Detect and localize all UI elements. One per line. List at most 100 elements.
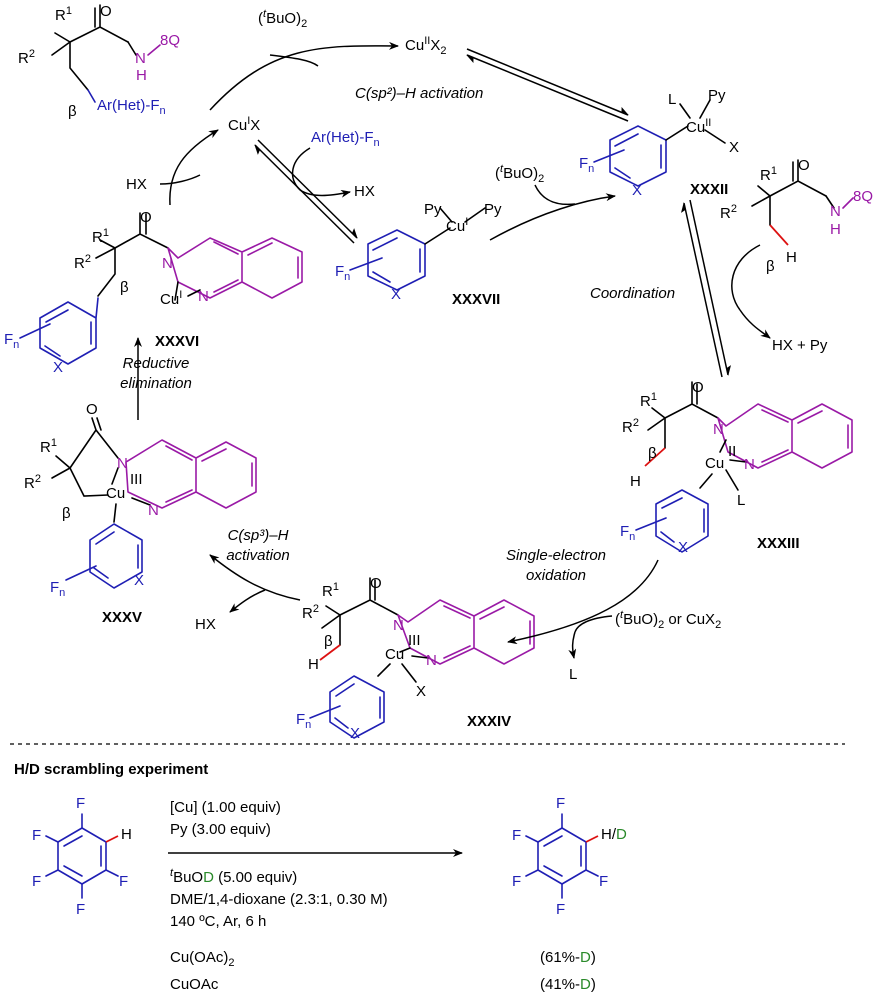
xxxiv-x2: X [416, 683, 426, 700]
arrow-oxidant-in [574, 615, 613, 633]
csp3-line2: activation [226, 547, 289, 564]
xxxiv-sup: III [408, 632, 421, 649]
xxxiii-fn: Fn [620, 523, 635, 543]
substrate-hh: H [786, 249, 797, 266]
arrow-hx-out-left [159, 174, 201, 185]
xxxvii-label: XXXVII [452, 291, 500, 308]
xxxiii-n2: N [744, 456, 755, 473]
hd-f-left-bottom: F [32, 873, 41, 890]
xxxv-n: N [117, 455, 128, 472]
l-leaving: L [569, 666, 577, 683]
xxxiv-cu: Cu [385, 646, 404, 663]
substrate-n: N [830, 203, 841, 220]
xxxv-fn: Fn [50, 579, 65, 599]
top-product-beta: β [68, 103, 77, 120]
xxxii-l: L [668, 91, 676, 108]
arrow-xxxiii-to-xxxiv [507, 559, 659, 645]
hd-title: H/D scrambling experiment [14, 761, 208, 778]
xxxii-cu: CuII [686, 117, 711, 136]
top-product-structure: O R1 R2 N H 8Q β Ar(Het)-Fn [18, 3, 180, 120]
xxxvii-fn: Fn [335, 263, 350, 283]
xxxvi-r2: R2 [74, 253, 91, 272]
xxxvi-structure: O N N CuI R1 R2 β Fn X XXXVI [4, 209, 303, 376]
hd-product-structure: F F F F F H/D [512, 795, 627, 918]
xxxvi-label: XXXVI [155, 333, 199, 350]
xxxii-structure: L Py CuII X Fn X XXXII [579, 87, 739, 199]
xxxiv-n2: N [426, 652, 437, 669]
xxxiii-structure: O N N Cu II L R1 R2 β H Fn X XXXIII [620, 379, 853, 556]
xxxv-cu: Cu [106, 485, 125, 502]
xxxv-n2: N [148, 502, 159, 519]
top-product-h: H [136, 67, 147, 84]
hd-f-right: F [119, 873, 128, 890]
xxxiv-r1: R1 [322, 581, 339, 600]
xxxii-x: X [632, 182, 642, 199]
xxxvi-n: N [162, 255, 173, 272]
hd-result-catalyst-1: Cu(OAc)2 [170, 949, 234, 969]
hd-prod-f-left-top: F [512, 827, 521, 844]
top-product-8q: 8Q [160, 32, 180, 49]
xxxii-py: Py [708, 87, 726, 104]
xxxiv-structure: O N N Cu III R1 R2 β H X Fn X XXXIV [296, 575, 535, 742]
xxxiv-fn: Fn [296, 711, 311, 731]
xxxiii-n: N [713, 421, 724, 438]
tbuo-mid-label: (tBuO)2 [495, 163, 544, 185]
xxxii-fn: Fn [579, 155, 594, 175]
xxxvii-py2: Py [484, 201, 502, 218]
top-product-n: N [135, 50, 146, 67]
xxxiii-cu: Cu [705, 455, 724, 472]
arrow-hx-out-bottom [229, 589, 266, 613]
xxxv-structure: O N N Cu III R1 R2 β Fn X XXXV [24, 401, 257, 626]
coordination-label: Coordination [590, 285, 675, 302]
tbuo-top-label: (tBuO)2 [258, 8, 307, 30]
eq-arrow-left-back [254, 144, 355, 244]
cu-ii-x2: CuIIX2 [405, 35, 446, 57]
hx-mid: HX [354, 183, 375, 200]
hd-prod-hd: H/D [601, 826, 627, 843]
hd-prod-f-right: F [599, 873, 608, 890]
arrow-substrate-in [731, 244, 761, 311]
hd-prod-f-left-bottom: F [512, 873, 521, 890]
arrow-xxxvii-to-xxxii [489, 193, 616, 241]
eq-arrow-right-forward [689, 199, 731, 376]
substrate-r2: R2 [720, 203, 737, 222]
eq-arrow-top-forward [466, 48, 629, 116]
substrate-right-structure: O R1 R2 N H 8Q β H [720, 157, 873, 275]
reductive-line1: Reductive [123, 355, 190, 372]
xxxvii-x: X [391, 286, 401, 303]
hd-cond-line3: tBuOD (5.00 equiv) [170, 867, 297, 886]
set-line1: Single-electron [506, 547, 606, 564]
xxxiv-r2: R2 [302, 603, 319, 622]
cu-i-x: CuIX [228, 115, 260, 134]
xxxiii-sup: II [728, 443, 736, 460]
substrate-beta: β [766, 258, 775, 275]
oxidant-label: (tBuO)2 or CuX2 [615, 609, 721, 631]
hd-h: H [121, 826, 132, 843]
arrow-tbuo-in [269, 54, 319, 67]
substrate-o: O [798, 157, 810, 174]
xxxvii-py1: Py [424, 201, 442, 218]
xxxvi-cu: CuI [160, 289, 182, 308]
csp2-label: C(sp²)–H activation [355, 85, 483, 102]
xxxvi-fn: Fn [4, 331, 19, 351]
xxxiv-x: X [350, 725, 360, 742]
xxxv-o: O [86, 401, 98, 418]
xxxii-label: XXXII [690, 181, 728, 198]
hx-left: HX [126, 176, 147, 193]
hd-f-top: F [76, 795, 85, 812]
xxxiii-label: XXXIII [757, 535, 800, 552]
hx-py-label: HX + Py [772, 337, 828, 354]
hd-prod-f-bottom: F [556, 901, 565, 918]
hd-cond-line5: 140 ºC, Ar, 6 h [170, 913, 266, 930]
substrate-r1: R1 [760, 165, 777, 184]
reductive-line2: elimination [120, 375, 192, 392]
arrow-hxpy-out [739, 309, 771, 339]
top-product-r2: R2 [18, 48, 35, 67]
xxxvi-n2: N [198, 288, 209, 305]
xxxiii-o: O [692, 379, 704, 396]
hd-cond-line4: DME/1,4-dioxane (2.3:1, 0.30 M) [170, 891, 388, 908]
hd-result-yield-2: (41%-D) [540, 976, 596, 993]
hd-cond-line2: Py (3.00 equiv) [170, 821, 271, 838]
xxxiii-h: H [630, 473, 641, 490]
